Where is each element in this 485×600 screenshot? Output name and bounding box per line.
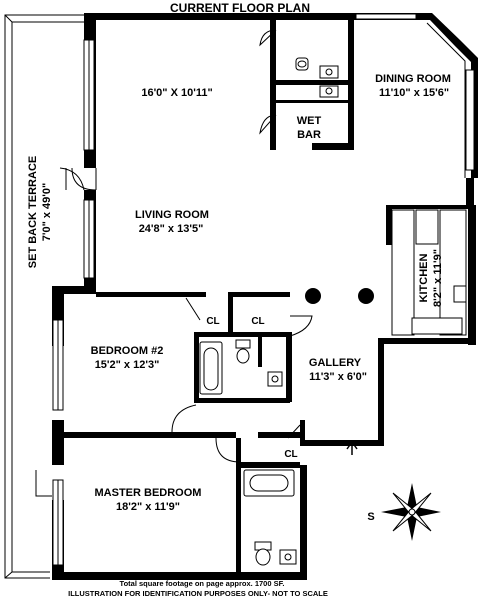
kitchen-dims: 8'2" x 11'9" bbox=[432, 249, 444, 307]
closet-label-2: CL bbox=[251, 316, 264, 327]
gallery-dims: 11'3" x 6'0" bbox=[309, 371, 367, 383]
column-right bbox=[358, 288, 374, 304]
living-room-dims: 24'8" x 13'5" bbox=[139, 223, 204, 235]
closet-label-1: CL bbox=[206, 316, 219, 327]
plan-title: CURRENT FLOOR PLAN bbox=[170, 1, 310, 15]
fixtures bbox=[199, 57, 467, 566]
entry-arrow-icon bbox=[346, 440, 358, 455]
dining-room-dims: 11'10" x 15'6" bbox=[379, 87, 449, 99]
footer-line-1: Total square footage on page approx. 170… bbox=[120, 579, 285, 588]
master-bedroom-name: MASTER BEDROOM bbox=[95, 487, 202, 499]
gallery-name: GALLERY bbox=[309, 357, 362, 369]
terrace-outline bbox=[4, 14, 94, 579]
interior-walls bbox=[64, 20, 354, 573]
wet-bar-label-1: WET bbox=[297, 115, 322, 127]
living-room-name: LIVING ROOM bbox=[135, 209, 209, 221]
terrace-name: SET BACK TERRACE bbox=[27, 156, 39, 268]
wet-bar-label-2: BAR bbox=[297, 129, 321, 141]
compass-label: S bbox=[367, 511, 374, 523]
closet-label-3: CL bbox=[284, 449, 297, 460]
master-bedroom-dims: 18'2" x 11'9" bbox=[116, 501, 180, 513]
terrace-dims: 7'0" x 49'0" bbox=[41, 183, 53, 241]
bedroom2-dims: 15'2" x 12'3" bbox=[95, 359, 160, 371]
doors bbox=[35, 29, 313, 497]
room-dims-unnamed: 16'0" X 10'11" bbox=[141, 87, 212, 99]
bedroom2-name: BEDROOM #2 bbox=[91, 345, 164, 357]
windows bbox=[52, 13, 475, 566]
dining-room-name: DINING ROOM bbox=[375, 73, 451, 85]
column-left bbox=[305, 288, 321, 304]
footer-line-2: ILLUSTRATION FOR IDENTIFICATION PURPOSES… bbox=[68, 589, 328, 598]
compass-icon bbox=[381, 483, 441, 541]
kitchen-name: KITCHEN bbox=[418, 254, 430, 303]
